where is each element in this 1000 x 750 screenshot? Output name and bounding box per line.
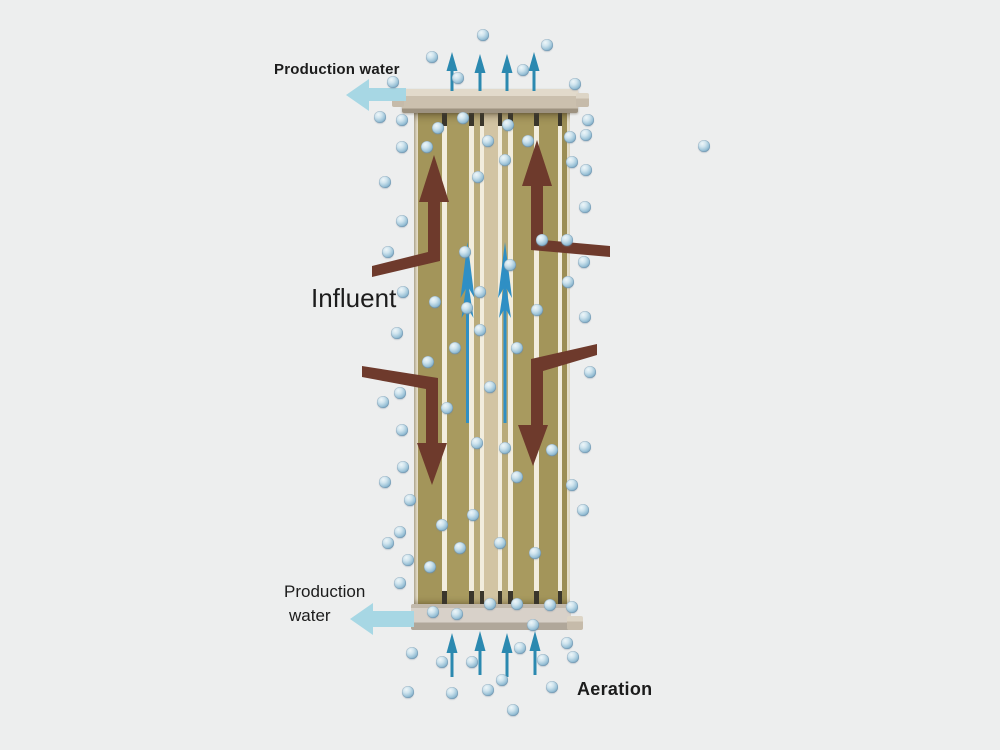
production-water-bottom-line1: Production: [284, 582, 366, 601]
production-water-bottom-line2: water: [289, 606, 331, 625]
influent-arrow-upper-left: [372, 155, 449, 277]
production-water-arrow-bottom: [350, 603, 414, 635]
influent-label: Influent: [311, 283, 397, 313]
influent-arrow-lower-right: [518, 344, 597, 466]
internal-upflow-arrows: [460, 242, 512, 423]
module-bottom-cap-right-tab: [567, 616, 583, 630]
module-top-cap: [402, 89, 578, 113]
permeate-arrows-top: [446, 52, 540, 91]
aeration-arrows-bottom: [446, 631, 541, 677]
module-top-slots: [414, 113, 570, 126]
module-bottom-slots: [414, 591, 570, 604]
influent-arrow-upper-right: [522, 140, 610, 257]
influent-arrow-lower-left: [362, 366, 447, 485]
production-water-arrow-top: [346, 79, 406, 111]
aeration-label: Aeration: [577, 679, 653, 699]
production-water-top-label: Production water: [274, 61, 400, 78]
production-water-bottom-label: Production water: [284, 580, 365, 628]
module-top-cap-right-tab: [576, 93, 589, 107]
